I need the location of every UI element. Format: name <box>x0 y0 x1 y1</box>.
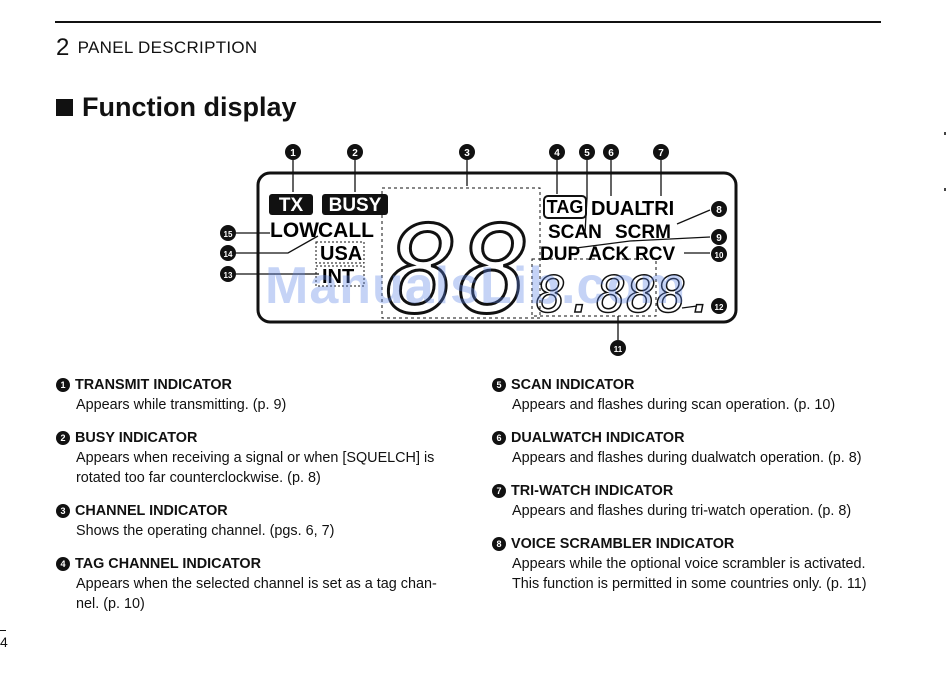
busy-box <box>322 194 388 215</box>
desc-title: TRI-WATCH INDICATOR <box>511 483 674 499</box>
square-bullet-icon <box>56 99 73 116</box>
desc-title: CHANNEL INDICATOR <box>75 503 228 519</box>
int-label: INT <box>322 266 354 288</box>
tag-label: TAG <box>547 197 584 217</box>
desc-item-voice-scrambler: 8 VOICE SCRAMBLER INDICATOR Appears while… <box>492 534 892 594</box>
desc-text: Appears when receiving a signal or when … <box>76 450 435 486</box>
desc-text: Appears and flashes during dualwatch ope… <box>512 450 862 466</box>
section-title: PANEL DESCRIPTION <box>77 38 258 57</box>
number-bullet-icon: 7 <box>492 484 506 498</box>
call-label: CALL <box>318 219 374 242</box>
number-bullet-icon: 2 <box>56 431 70 445</box>
desc-text: Appears when the selected channel is set… <box>76 576 437 612</box>
busy-label: BUSY <box>329 195 382 216</box>
section-header: 2 PANEL DESCRIPTION <box>56 34 258 62</box>
number-bullet-icon: 8 <box>492 537 506 551</box>
descriptions-right: 5 SCAN INDICATOR Appears and flashes duri… <box>492 375 892 607</box>
desc-text: Appears and flashes during tri-watch ope… <box>512 503 852 519</box>
desc-text: Appears and flashes during scan operatio… <box>512 397 836 413</box>
rcv-label: RCV <box>635 244 675 265</box>
tri-label: TRI <box>642 198 674 220</box>
callout-3: 3 <box>464 148 470 159</box>
callout-2: 2 <box>352 148 358 159</box>
desc-item-busy: 2 BUSY INDICATOR Appears when receiving a… <box>56 428 456 488</box>
dup-label: DUP <box>540 244 580 265</box>
callout-1: 1 <box>290 148 296 159</box>
number-bullet-icon: 5 <box>492 378 506 392</box>
descriptions-left: 1 TRANSMIT INDICATOR Appears while transm… <box>56 375 456 627</box>
low-label: LOW <box>270 219 319 242</box>
function-display-diagram: TX BUSY LOW CALL USA INT 88 TAG DUAL TRI… <box>210 138 750 360</box>
lcd-diagram-svg: TX BUSY LOW CALL USA INT 88 TAG DUAL TRI… <box>220 144 738 356</box>
desc-title: BUSY INDICATOR <box>75 430 198 446</box>
desc-title: TRANSMIT INDICATOR <box>75 377 232 393</box>
callout-9: 9 <box>716 233 722 244</box>
sub-digits: 8.888. <box>536 266 717 324</box>
scrm-label: SCRM <box>615 222 671 243</box>
desc-title: SCAN INDICATOR <box>511 377 635 393</box>
sub-display-dashed <box>531 258 657 317</box>
desc-item-dualwatch: 6 DUALWATCH INDICATOR Appears and flashes… <box>492 428 892 468</box>
leader-lines <box>236 160 711 340</box>
number-bullet-icon: 4 <box>56 557 70 571</box>
callout-11: 11 <box>614 345 623 354</box>
dual-label: DUAL <box>591 198 647 220</box>
watermark: ManualsLib.com <box>265 257 687 315</box>
callout-8: 8 <box>716 205 722 216</box>
callout-7: 7 <box>658 148 664 159</box>
page-number-rule <box>0 630 6 631</box>
callout-14: 14 <box>224 250 233 259</box>
number-bullet-icon: 6 <box>492 431 506 445</box>
page-title-text: Function display <box>82 92 297 122</box>
top-rule <box>55 21 881 23</box>
int-box <box>315 265 365 287</box>
callout-5: 5 <box>584 148 590 159</box>
callout-4: 4 <box>554 148 560 159</box>
usa-label: USA <box>320 243 362 265</box>
tx-label: TX <box>279 195 304 216</box>
lcd-frame <box>256 171 738 324</box>
desc-item-scan: 5 SCAN INDICATOR Appears and flashes duri… <box>492 375 892 415</box>
number-bullet-icon: 1 <box>56 378 70 392</box>
desc-item-channel: 3 CHANNEL INDICATOR Shows the operating c… <box>56 501 456 541</box>
callout-13: 13 <box>224 271 233 280</box>
desc-title: DUALWATCH INDICATOR <box>511 430 685 446</box>
desc-item-transmit: 1 TRANSMIT INDICATOR Appears while transm… <box>56 375 456 415</box>
desc-text: Appears while transmitting. (p. 9) <box>76 397 287 413</box>
callout-15: 15 <box>224 230 233 239</box>
desc-title: TAG CHANNEL INDICATOR <box>75 556 262 572</box>
page-title: Function display <box>56 92 297 123</box>
number-bullet-icon: 3 <box>56 504 70 518</box>
section-number: 2 <box>56 34 70 61</box>
channel-area-dashed <box>381 187 541 319</box>
edge-mark <box>944 132 946 135</box>
channel-digits: 88 <box>386 202 531 341</box>
usa-box <box>315 241 365 264</box>
callout-10: 10 <box>715 251 724 260</box>
desc-item-tag-channel: 4 TAG CHANNEL INDICATOR Appears when the … <box>56 554 456 614</box>
desc-item-tri-watch: 7 TRI-WATCH INDICATOR Appears and flashes… <box>492 481 892 521</box>
callout-markers: 1 2 3 4 5 6 7 8 9 10 11 12 13 14 15 <box>220 144 727 356</box>
page-number: 4 <box>0 634 8 650</box>
scan-label: SCAN <box>548 222 602 243</box>
callout-12: 12 <box>715 303 724 312</box>
tx-box <box>269 194 313 215</box>
callout-6: 6 <box>608 148 614 159</box>
desc-text: Appears while the optional voice scrambl… <box>512 556 867 592</box>
edge-mark <box>944 188 946 191</box>
desc-title: VOICE SCRAMBLER INDICATOR <box>511 536 735 552</box>
desc-text: Shows the operating channel. (pgs. 6, 7) <box>76 523 335 539</box>
ack-label: ACK <box>588 244 629 265</box>
